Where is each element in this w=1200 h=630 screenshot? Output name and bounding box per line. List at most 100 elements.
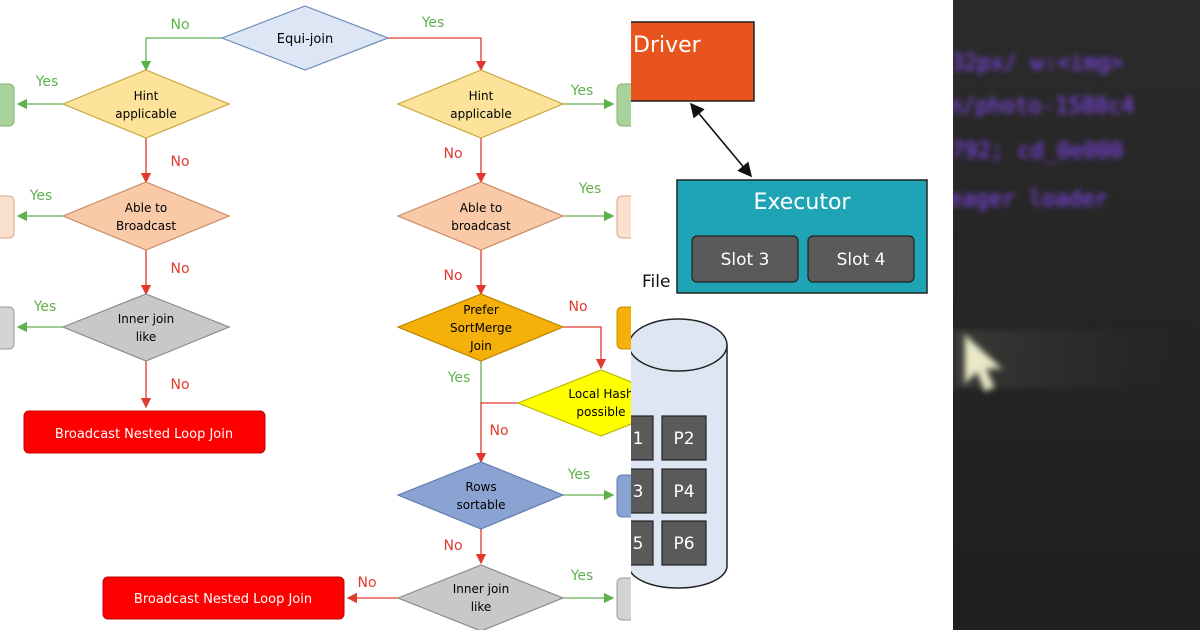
node-equi-join: Equi-join bbox=[220, 5, 390, 71]
join-strategy-flowchart: Equi-join Hint applicable Able to Broadc… bbox=[0, 5, 631, 630]
svg-text:Able to: Able to bbox=[125, 201, 167, 215]
node-rows-sortable: Rows sortable bbox=[396, 461, 565, 530]
svg-text:Broadcast Nested Loop Join: Broadcast Nested Loop Join bbox=[55, 427, 233, 442]
executor-label: Executor bbox=[754, 190, 852, 215]
svg-text:like: like bbox=[136, 330, 157, 344]
flow-edges bbox=[16, 37, 615, 604]
edge-equi-yes bbox=[388, 37, 487, 72]
svg-text:No: No bbox=[489, 423, 508, 439]
svg-text:3: 3 bbox=[633, 482, 644, 502]
svg-text:Inner join: Inner join bbox=[118, 312, 175, 326]
edge-labels: No Yes Yes No Yes No Yes No Yes No Yes N… bbox=[29, 15, 602, 591]
left-target-peach bbox=[0, 195, 15, 239]
right-target-orange bbox=[616, 306, 631, 350]
svg-text:like: like bbox=[471, 600, 492, 614]
code-canvas: 32px/ w:<img> n/photo-1580c4 792; cd_0e0… bbox=[953, 0, 1200, 630]
node-right-hint: Hint applicable bbox=[396, 69, 565, 139]
svg-text:Prefer: Prefer bbox=[463, 303, 499, 317]
svg-text:5: 5 bbox=[633, 534, 644, 554]
right-target-green bbox=[616, 83, 631, 127]
svg-text:No: No bbox=[568, 299, 587, 315]
node-right-terminal: Broadcast Nested Loop Join bbox=[102, 576, 345, 620]
svg-text:No: No bbox=[170, 261, 189, 277]
partition-grid: 1 P2 3 P4 5 P6 bbox=[631, 415, 707, 566]
partition-p3 bbox=[631, 468, 654, 514]
svg-text:No: No bbox=[170, 377, 189, 393]
svg-text:Hint: Hint bbox=[134, 89, 159, 103]
left-target-gray bbox=[0, 306, 15, 350]
file-label: File bbox=[642, 272, 670, 292]
svg-text:Slot 4: Slot 4 bbox=[837, 250, 886, 270]
code-screen-photo: 32px/ w:<img> n/photo-1580c4 792; cd_0e0… bbox=[953, 0, 1200, 630]
right-target-blue bbox=[616, 474, 631, 518]
svg-text:Inner join: Inner join bbox=[453, 582, 510, 596]
cluster-canvas: Driver Executor Slot 3 Slot 4 File 1 P2 bbox=[631, 21, 928, 589]
svg-text:Hint: Hint bbox=[469, 89, 494, 103]
svg-text:n/photo-1580c4: n/photo-1580c4 bbox=[953, 94, 1134, 119]
partition-p4 bbox=[661, 468, 707, 514]
svg-text:applicable: applicable bbox=[115, 107, 177, 121]
svg-text:Rows: Rows bbox=[465, 480, 496, 494]
node-right-inner-join: Inner join like bbox=[396, 564, 565, 630]
svg-text:Yes: Yes bbox=[29, 188, 53, 204]
highlight-band bbox=[953, 330, 1200, 388]
flowchart-canvas: Equi-join Hint applicable Able to Broadc… bbox=[0, 5, 631, 630]
svg-text:Yes: Yes bbox=[570, 568, 594, 584]
svg-text:Local Hash: Local Hash bbox=[568, 387, 631, 401]
svg-text:SortMerge: SortMerge bbox=[450, 321, 512, 335]
slot-4: Slot 4 bbox=[807, 235, 915, 283]
svg-text:sortable: sortable bbox=[457, 498, 506, 512]
svg-text:applicable: applicable bbox=[450, 107, 512, 121]
svg-text:Yes: Yes bbox=[567, 467, 591, 483]
left-target-green bbox=[0, 83, 15, 127]
svg-text:No: No bbox=[357, 575, 376, 591]
svg-text:Slot 3: Slot 3 bbox=[721, 250, 770, 270]
node-left-terminal: Broadcast Nested Loop Join bbox=[23, 410, 266, 454]
svg-text:Broadcast Nested Loop Join: Broadcast Nested Loop Join bbox=[134, 592, 312, 607]
partition-p5 bbox=[631, 520, 654, 566]
svg-text:792; cd_0e000: 792; cd_0e000 bbox=[953, 139, 1123, 164]
executor-box: Executor Slot 3 Slot 4 bbox=[676, 179, 928, 294]
svg-text:P6: P6 bbox=[673, 534, 694, 554]
svg-text:No: No bbox=[443, 538, 462, 554]
node-local-hash: Local Hash possible bbox=[516, 369, 631, 437]
svg-text:Yes: Yes bbox=[421, 15, 445, 31]
offscreen-targets bbox=[0, 83, 631, 621]
svg-text:P2: P2 bbox=[673, 429, 694, 449]
svg-text:No: No bbox=[443, 146, 462, 162]
svg-text:Join: Join bbox=[469, 339, 492, 353]
node-left-inner-join: Inner join like bbox=[61, 293, 231, 362]
edge-r-prefer-no bbox=[563, 326, 607, 370]
edge-equi-no bbox=[140, 37, 222, 72]
svg-text:P4: P4 bbox=[673, 482, 694, 502]
svg-text:No: No bbox=[170, 154, 189, 170]
svg-text:Yes: Yes bbox=[33, 299, 57, 315]
svg-text:32px/ w:<img>: 32px/ w:<img> bbox=[953, 51, 1123, 76]
svg-text:Broadcast: Broadcast bbox=[116, 219, 176, 233]
partition-p1 bbox=[631, 415, 654, 461]
node-right-broadcast: Able to broadcast bbox=[396, 181, 565, 251]
driver-box: Driver bbox=[631, 21, 755, 102]
equi-join-label: Equi-join bbox=[277, 32, 333, 47]
right-target-peach bbox=[616, 195, 631, 239]
svg-text:No: No bbox=[443, 268, 462, 284]
partition-p2 bbox=[661, 415, 707, 461]
svg-text:Able to: Able to bbox=[460, 201, 502, 215]
svg-text:Yes: Yes bbox=[570, 83, 594, 99]
svg-text:Yes: Yes bbox=[35, 74, 59, 90]
svg-text:1: 1 bbox=[633, 429, 644, 449]
svg-text:No: No bbox=[170, 17, 189, 33]
driver-label: Driver bbox=[633, 33, 702, 58]
partition-p6 bbox=[661, 520, 707, 566]
edge-r-local-no bbox=[475, 402, 518, 464]
node-prefer-sortmerge: Prefer SortMerge Join bbox=[396, 293, 565, 362]
driver-executor-link bbox=[689, 102, 753, 178]
right-target-gray bbox=[616, 577, 631, 621]
mouse-cursor-icon bbox=[964, 332, 1004, 393]
svg-text:Yes: Yes bbox=[447, 370, 471, 386]
node-left-broadcast: Able to Broadcast bbox=[61, 181, 231, 251]
spark-cluster-diagram: Driver Executor Slot 3 Slot 4 File 1 P2 bbox=[631, 0, 953, 630]
svg-text:Yes: Yes bbox=[578, 181, 602, 197]
node-left-hint: Hint applicable bbox=[61, 69, 231, 139]
svg-text:possible: possible bbox=[576, 405, 625, 419]
